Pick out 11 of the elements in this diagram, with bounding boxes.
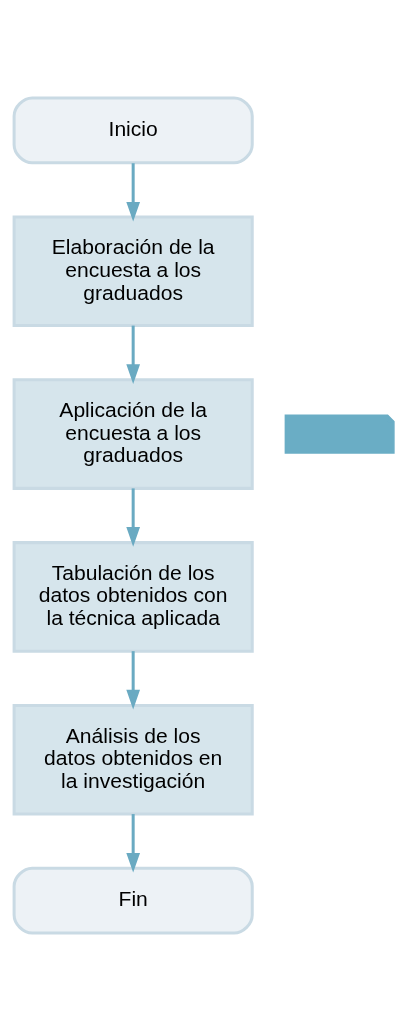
arrow (126, 488, 141, 547)
arrow (126, 651, 141, 710)
node-box: Aplicación de la encuesta a los graduados (12, 378, 254, 490)
node-box: Inicio (12, 96, 254, 165)
arrow (126, 163, 141, 222)
node-box: Análisis de los datos obtenidos en la investigación (12, 703, 254, 816)
node-box: Elaboración de la encuesta a los graduados (12, 215, 254, 328)
node-box: Fin (12, 866, 254, 935)
node-box: Tabulación de los datos obtenidos con la técnica aplicada (12, 541, 254, 653)
arrow (126, 814, 141, 873)
arrow (126, 325, 141, 384)
